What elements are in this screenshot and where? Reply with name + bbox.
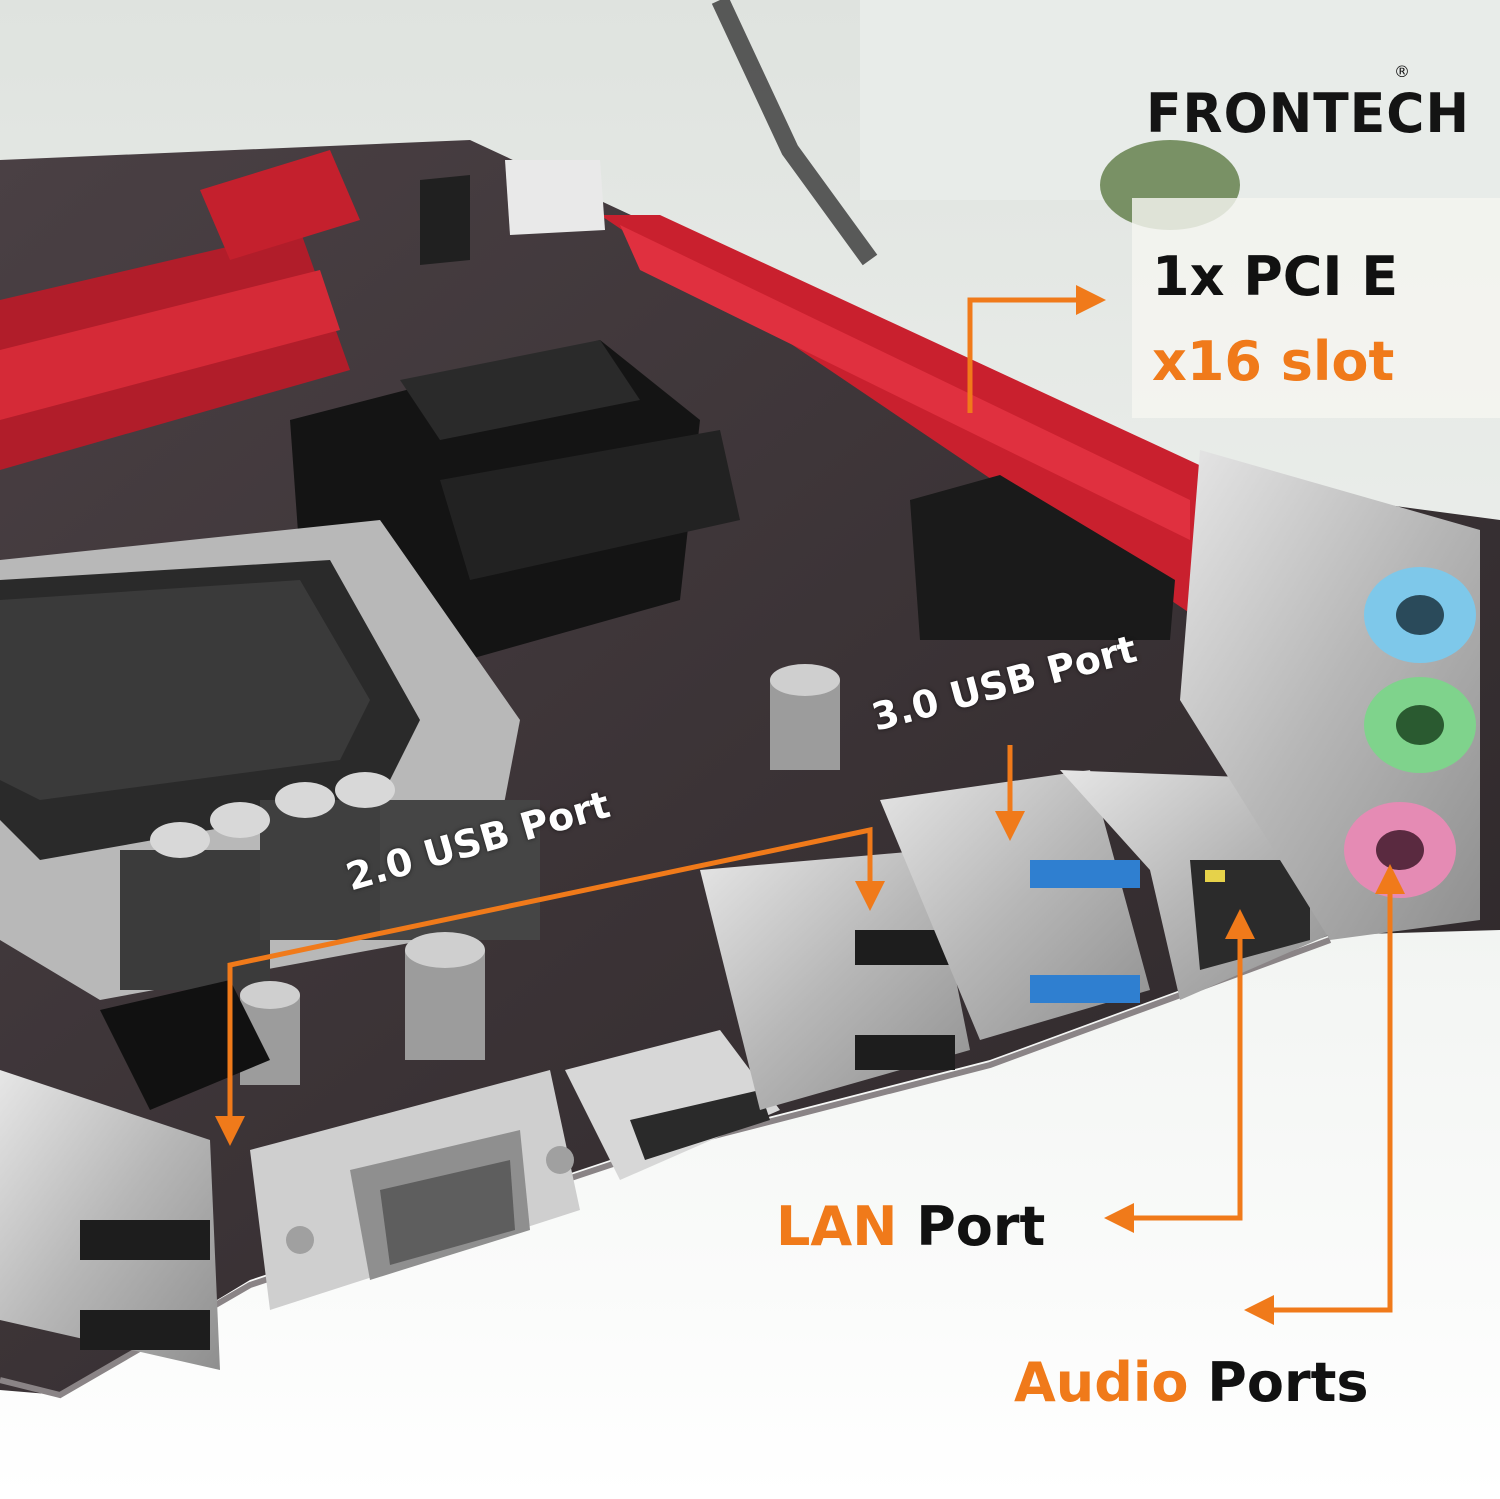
lan-label-rest: Port xyxy=(897,1195,1046,1258)
pcie-x1-slot xyxy=(910,475,1175,640)
pci-arrow xyxy=(967,285,1106,413)
pci-label-line1: 1x PCI E xyxy=(1152,245,1399,308)
audio-label-rest: Ports xyxy=(1188,1351,1369,1414)
pci-label-panel xyxy=(1132,198,1500,418)
usb2-left-stack xyxy=(0,1070,220,1370)
dimm-slots xyxy=(0,150,470,470)
audio-block xyxy=(1180,450,1480,940)
pci-label-line2: x16 slot xyxy=(1152,330,1395,393)
hdmi-port xyxy=(565,1030,780,1180)
lan-label-accent: LAN xyxy=(776,1195,898,1258)
blurred-lamp-arm xyxy=(711,0,878,266)
lan-label: LAN Port xyxy=(776,1200,1045,1254)
audio-label-accent: Audio xyxy=(1014,1351,1189,1414)
lan-arrow xyxy=(1104,909,1255,1233)
callout-arrows xyxy=(215,285,1405,1325)
audio-arrow xyxy=(1244,864,1405,1325)
brand-name: FRONTECH xyxy=(1146,82,1470,146)
audio-label: Audio Ports xyxy=(1014,1356,1369,1410)
registered-mark: ® xyxy=(1394,62,1410,81)
brand-logo: FRONTECH ® xyxy=(1140,62,1469,146)
vga-port xyxy=(250,1070,580,1310)
